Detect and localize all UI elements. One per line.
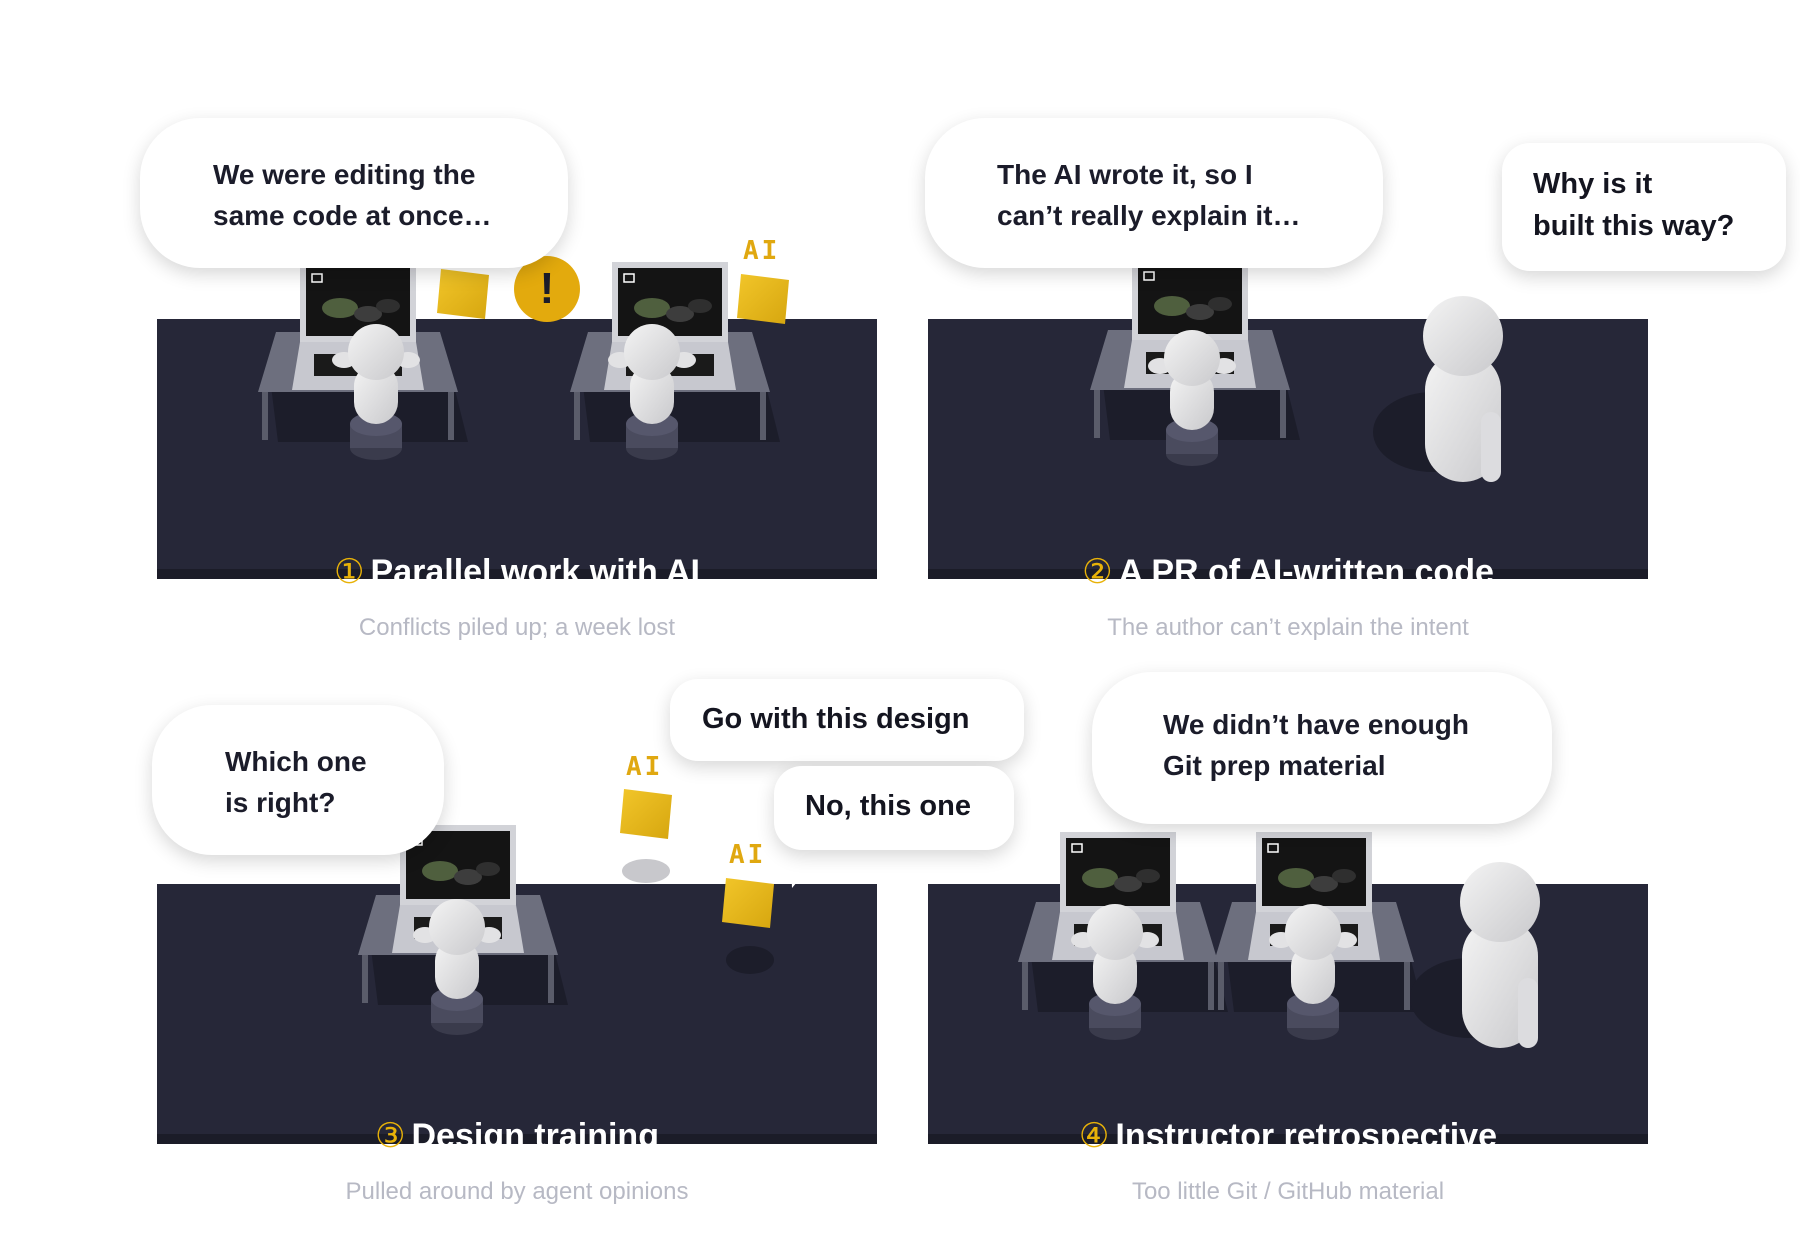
panel-number: ③ <box>375 1117 406 1148</box>
speech-bubble <box>774 766 1014 850</box>
panel-caption: The author can’t explain the intent <box>1107 614 1469 641</box>
panel-title-text: Design training <box>411 1117 659 1148</box>
panel-rim <box>157 1134 877 1144</box>
ai-tag-label: AI <box>626 752 664 782</box>
speech-tail <box>686 750 730 800</box>
speech-tail <box>790 838 834 888</box>
panel-rim <box>928 1134 1648 1144</box>
panel-2-floor <box>928 319 1648 579</box>
note-shadow <box>726 946 774 974</box>
panel-caption: Pulled around by agent opinions <box>345 1178 689 1205</box>
placeholder-shadow <box>622 859 670 883</box>
panel-title-text: Parallel work with AI <box>370 553 700 584</box>
thought-cloud-text: Which one is right? <box>225 746 367 818</box>
thought-cloud-text: The AI wrote it, so I can’t really expla… <box>997 159 1301 231</box>
speech-bubble-text: Go with this design <box>702 703 970 735</box>
thought-cloud <box>925 118 1383 268</box>
speech-bubble-text: Why is it built this way? <box>1533 168 1735 242</box>
thought-cloud <box>152 705 444 855</box>
speech-bubble <box>670 679 1024 761</box>
thought-cloud-text: We didn’t have enough Git prep material <box>1163 709 1469 781</box>
ai-tag-label: AI <box>743 236 781 266</box>
thought-cloud <box>140 118 568 268</box>
ai-tag-label: AI <box>729 840 767 870</box>
speech-bubble-text: No, this one <box>805 790 971 822</box>
speech-tail <box>1512 260 1560 310</box>
panel-number: ① <box>334 553 365 584</box>
panel-rim <box>157 569 877 579</box>
thought-cloud-text: We were editing the same code at once… <box>213 159 492 231</box>
thought-cloud <box>1092 672 1552 824</box>
panel-number: ④ <box>1078 1117 1110 1148</box>
panel-rim <box>928 569 1648 579</box>
panel-title-text: A PR of AI-written code <box>1118 553 1494 584</box>
panel-title-text: Instructor retrospective <box>1115 1117 1498 1148</box>
speech-bubble <box>1502 143 1786 271</box>
panel-caption: Conflicts piled up; a week lost <box>358 614 676 641</box>
panel-number: ② <box>1082 553 1113 584</box>
panel-caption: Too little Git / GitHub material <box>1131 1178 1445 1205</box>
alert-icon: ! <box>514 256 580 322</box>
